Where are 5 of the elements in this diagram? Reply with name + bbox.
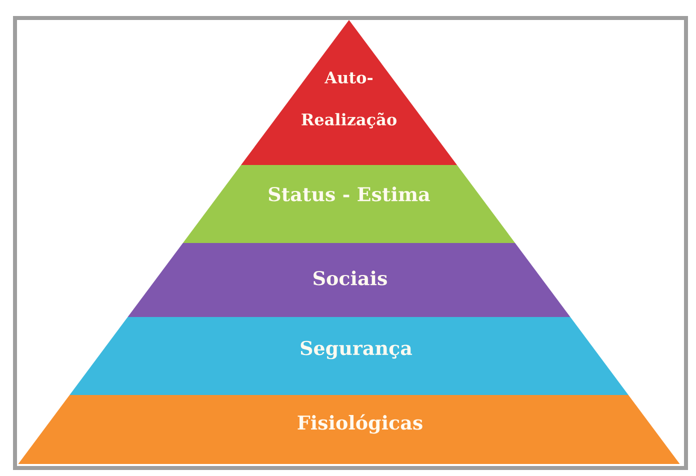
pyramid-tier: Fisiológicas (18, 395, 680, 464)
pyramid-tier: Sociais (128, 243, 570, 317)
pyramid-tier: Status - Estima (182, 165, 516, 243)
pyramid-tier: Segurança (70, 317, 628, 395)
pyramid-tier: Auto- Realização (241, 20, 457, 165)
